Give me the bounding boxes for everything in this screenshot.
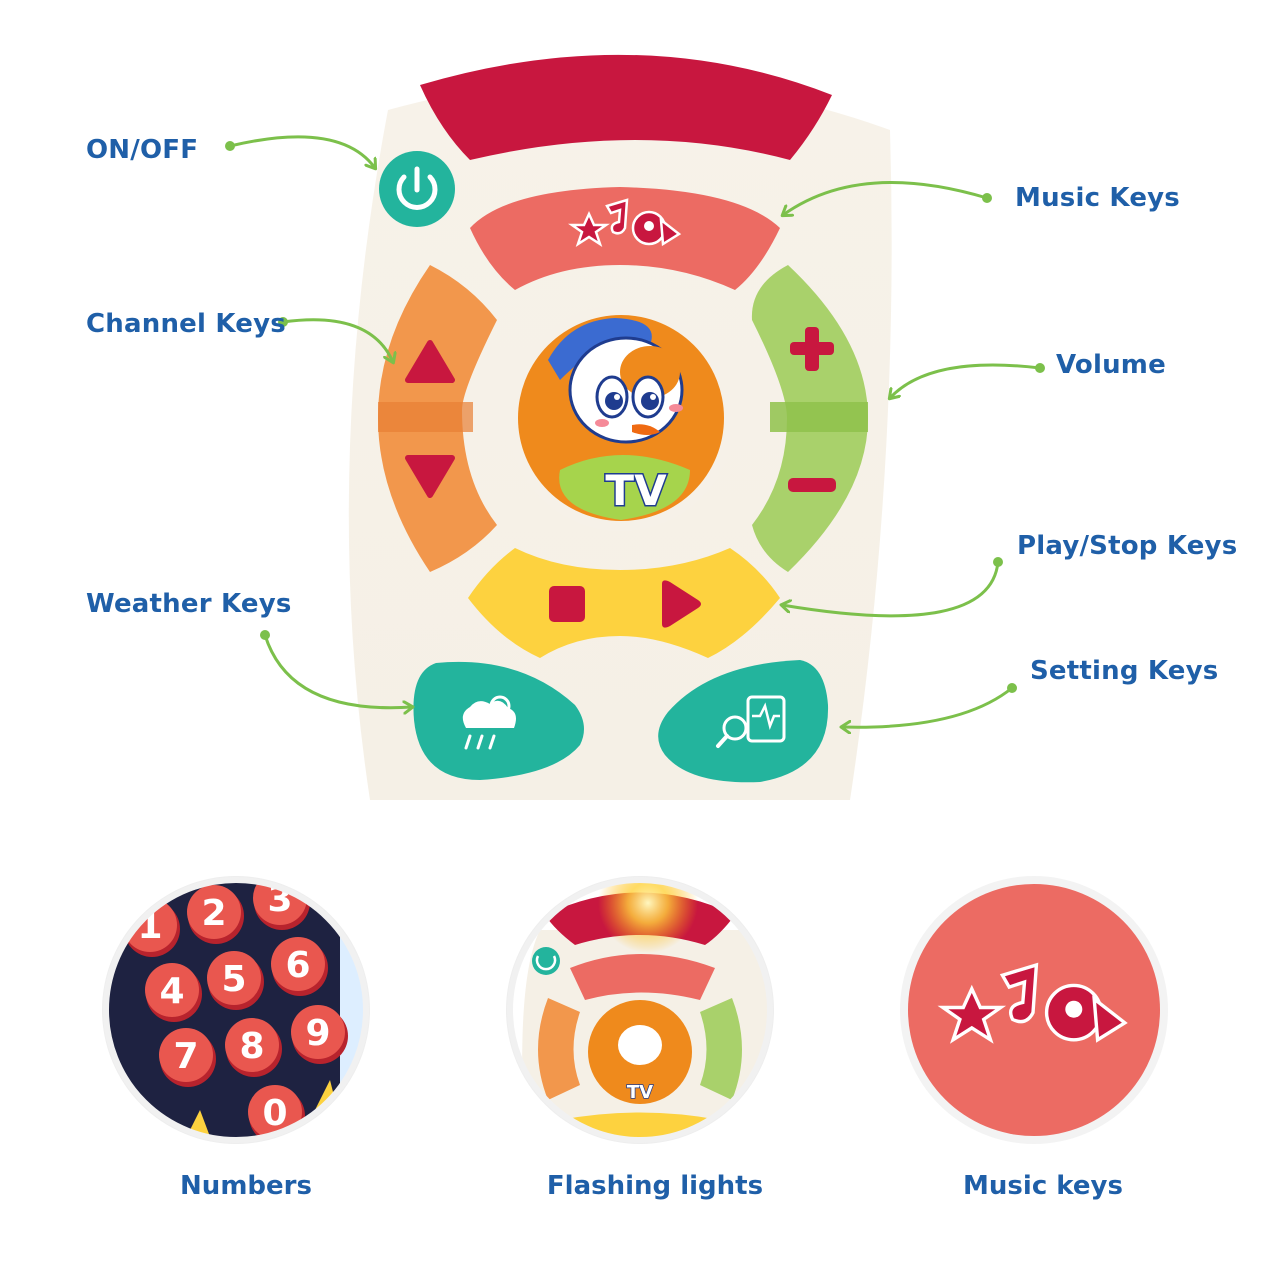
- music-keys-feature-image: [900, 876, 1168, 1144]
- setting-keys-label: Setting Keys: [1030, 656, 1219, 686]
- weather-icon: [462, 695, 516, 750]
- channel-keys[interactable]: [378, 265, 497, 572]
- plus-icon: [790, 327, 834, 371]
- keypad-digit-2: 2: [187, 885, 244, 944]
- flashing-lights-caption: Flashing lights: [546, 1171, 764, 1201]
- keypad-digit-7: 7: [159, 1028, 216, 1087]
- keypad-digit-9: 9: [291, 1005, 348, 1064]
- music-note-icon: [568, 198, 682, 247]
- keypad-digit-4: 4: [145, 963, 202, 1022]
- svg-text:8: 8: [239, 1026, 264, 1067]
- setting-key[interactable]: [658, 660, 829, 783]
- stop-icon: [549, 586, 585, 622]
- music-note-icon: [937, 962, 1128, 1044]
- on-off-label: ON/OFF: [86, 135, 199, 165]
- flashing-lights-feature-image: TV: [506, 876, 774, 1144]
- svg-text:5: 5: [221, 959, 246, 1000]
- weather-key[interactable]: [413, 661, 584, 780]
- svg-text:6: 6: [285, 945, 310, 986]
- svg-text:4: 4: [159, 971, 184, 1012]
- callout-arrows: [225, 135, 1045, 727]
- tv-character-badge[interactable]: TV: [508, 305, 734, 531]
- setting-icon: [716, 695, 786, 748]
- keypad-digit-6: 6: [271, 937, 328, 996]
- music-keys-label: Music Keys: [1015, 183, 1180, 213]
- top-strip: [420, 54, 832, 161]
- play-stop-keys-label: Play/Stop Keys: [1017, 531, 1238, 561]
- power-icon: [396, 174, 438, 210]
- volume-label: Volume: [1056, 350, 1166, 380]
- play-icon: [662, 580, 701, 628]
- weather-keys-label: Weather Keys: [86, 589, 292, 619]
- channel-up-icon: [405, 340, 455, 383]
- svg-text:TV: TV: [627, 1082, 653, 1103]
- keypad-digit-5: 5: [207, 951, 264, 1010]
- channel-keys-label: Channel Keys: [86, 309, 286, 339]
- volume-keys[interactable]: [751, 265, 868, 572]
- music-keys-caption: Music keys: [963, 1171, 1123, 1201]
- svg-text:0: 0: [262, 1093, 287, 1134]
- play-stop-keys[interactable]: [468, 548, 780, 658]
- numbers-caption: Numbers: [180, 1171, 312, 1201]
- music-key[interactable]: [470, 187, 780, 290]
- svg-text:9: 9: [305, 1013, 330, 1054]
- keypad-digit-8: 8: [225, 1018, 282, 1077]
- channel-down-icon: [405, 455, 455, 498]
- minus-icon: [788, 478, 836, 492]
- svg-text:7: 7: [173, 1036, 198, 1077]
- tv-logo-text: TV: [605, 466, 667, 515]
- power-button[interactable]: [379, 151, 455, 227]
- svg-text:2: 2: [201, 893, 226, 934]
